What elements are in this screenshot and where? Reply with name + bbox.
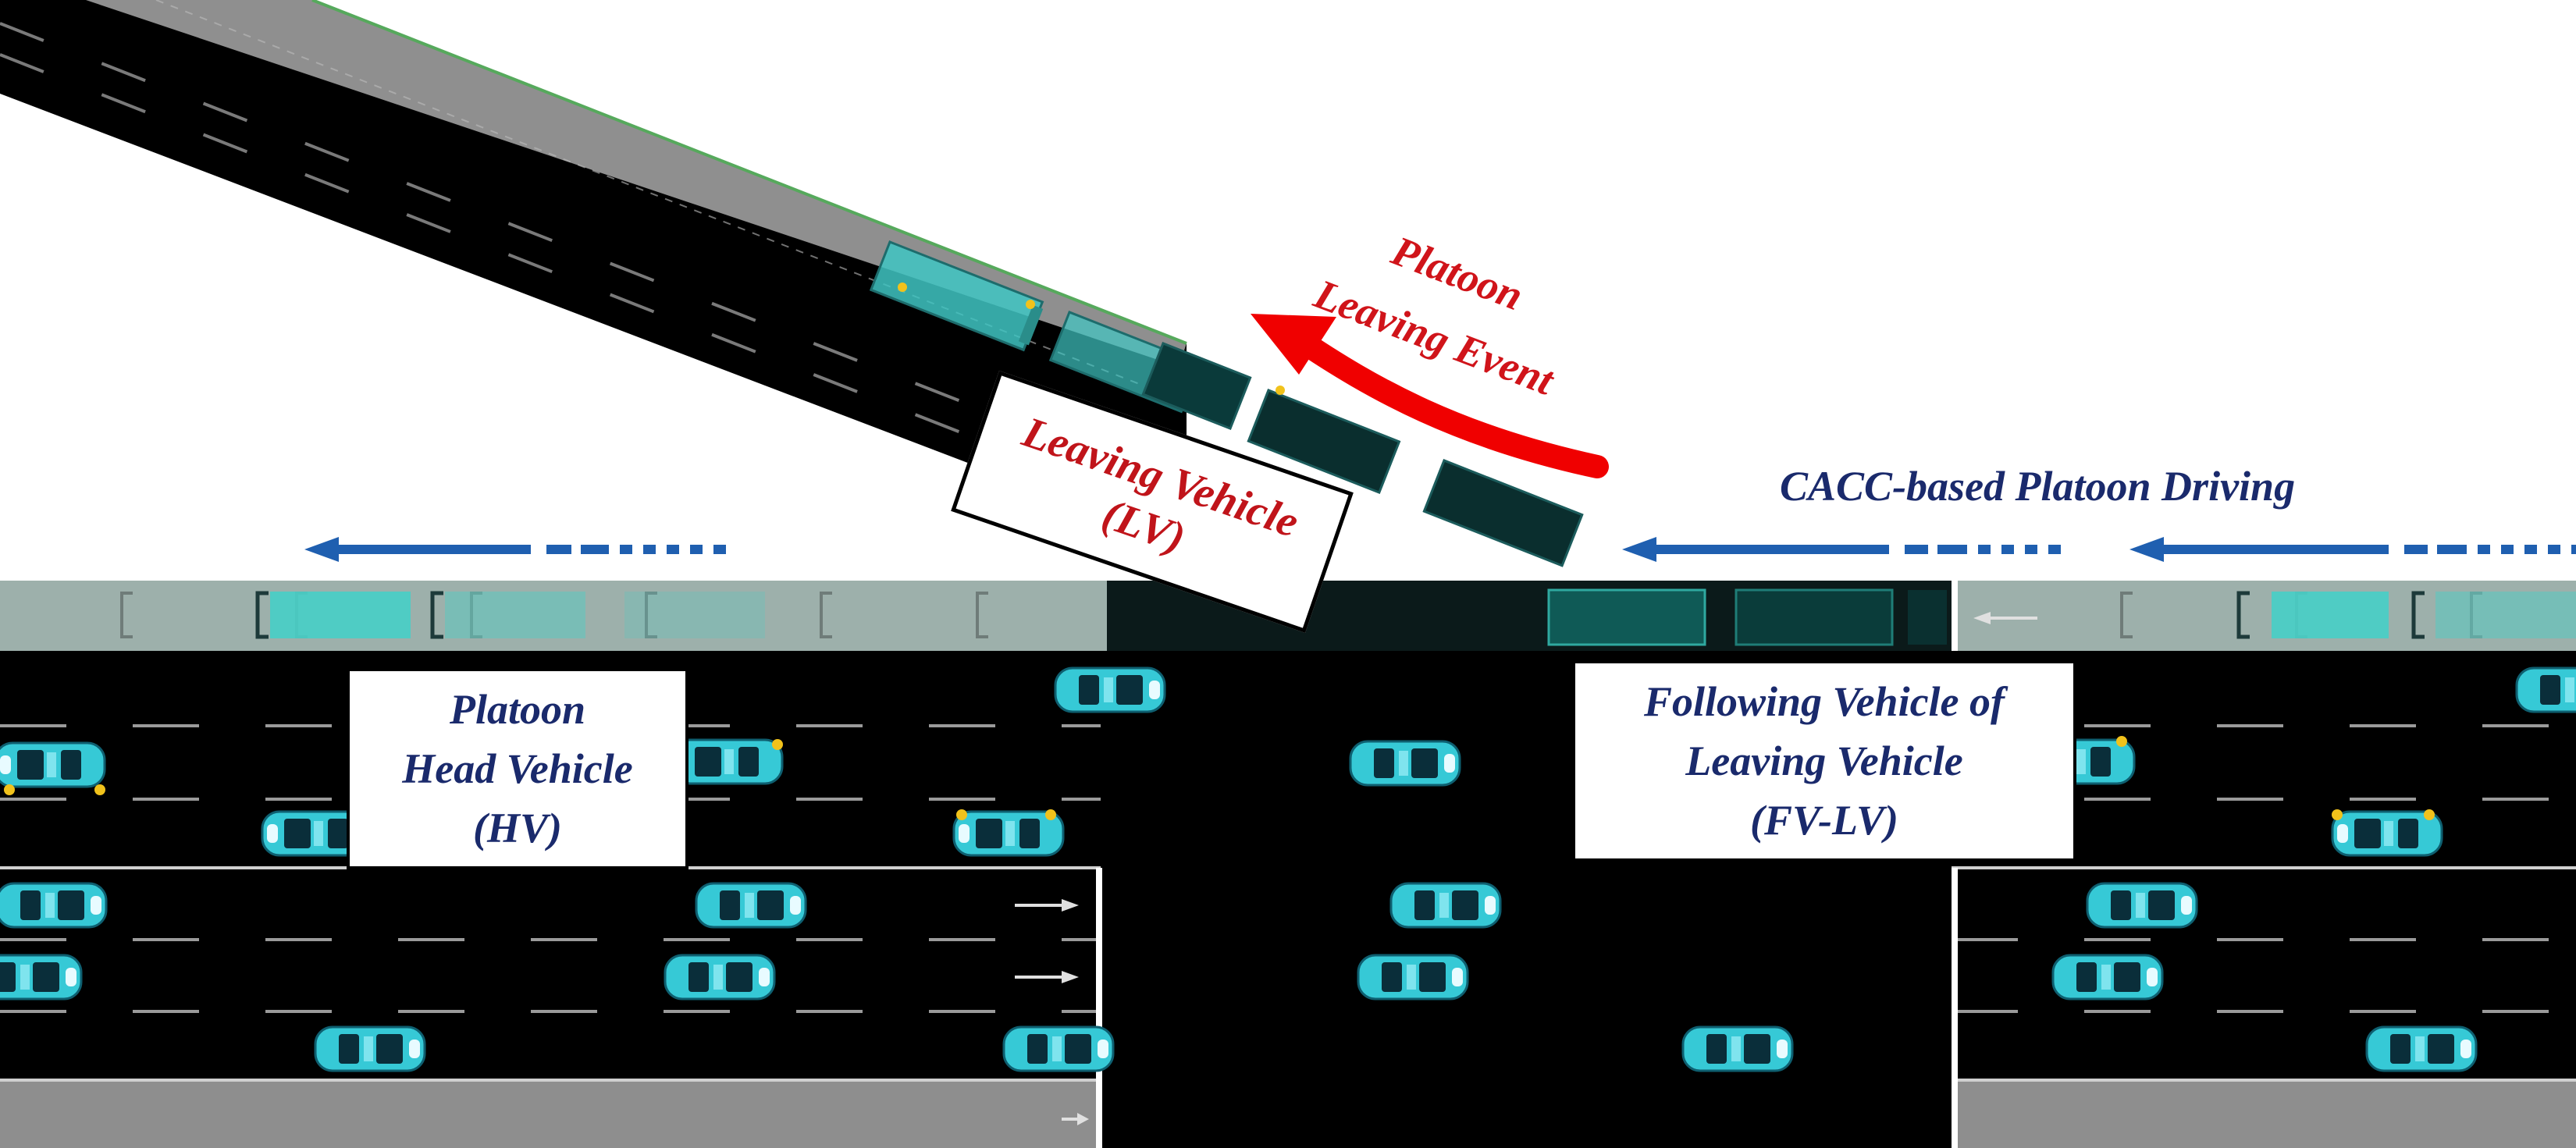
following-vehicle-abbrev: (FV-LV): [1749, 797, 1898, 844]
head-vehicle-abbrev: (HV): [473, 805, 562, 851]
cacc-driving-label: CACC-based Platoon Driving: [1780, 463, 2296, 510]
dashed-arrow-left-icon: [304, 537, 2576, 562]
top-lane-platoon: [120, 588, 2576, 646]
following-vehicle-label-line1: Following Vehicle of: [1643, 678, 2005, 725]
head-vehicle-box: Platoon Head Vehicle (HV): [347, 668, 688, 869]
head-vehicle-label-line2: Head Vehicle: [402, 745, 633, 792]
freeway-cars: [0, 283, 2576, 1072]
following-vehicle-box: Following Vehicle of Leaving Vehicle (FV…: [1572, 660, 2076, 862]
curved-arrow-left-icon: [1251, 314, 1609, 478]
head-vehicle-label-line1: Platoon: [449, 686, 586, 733]
ramp-platoon: [870, 240, 1584, 567]
following-vehicle-label-line2: Leaving Vehicle: [1685, 737, 1963, 784]
